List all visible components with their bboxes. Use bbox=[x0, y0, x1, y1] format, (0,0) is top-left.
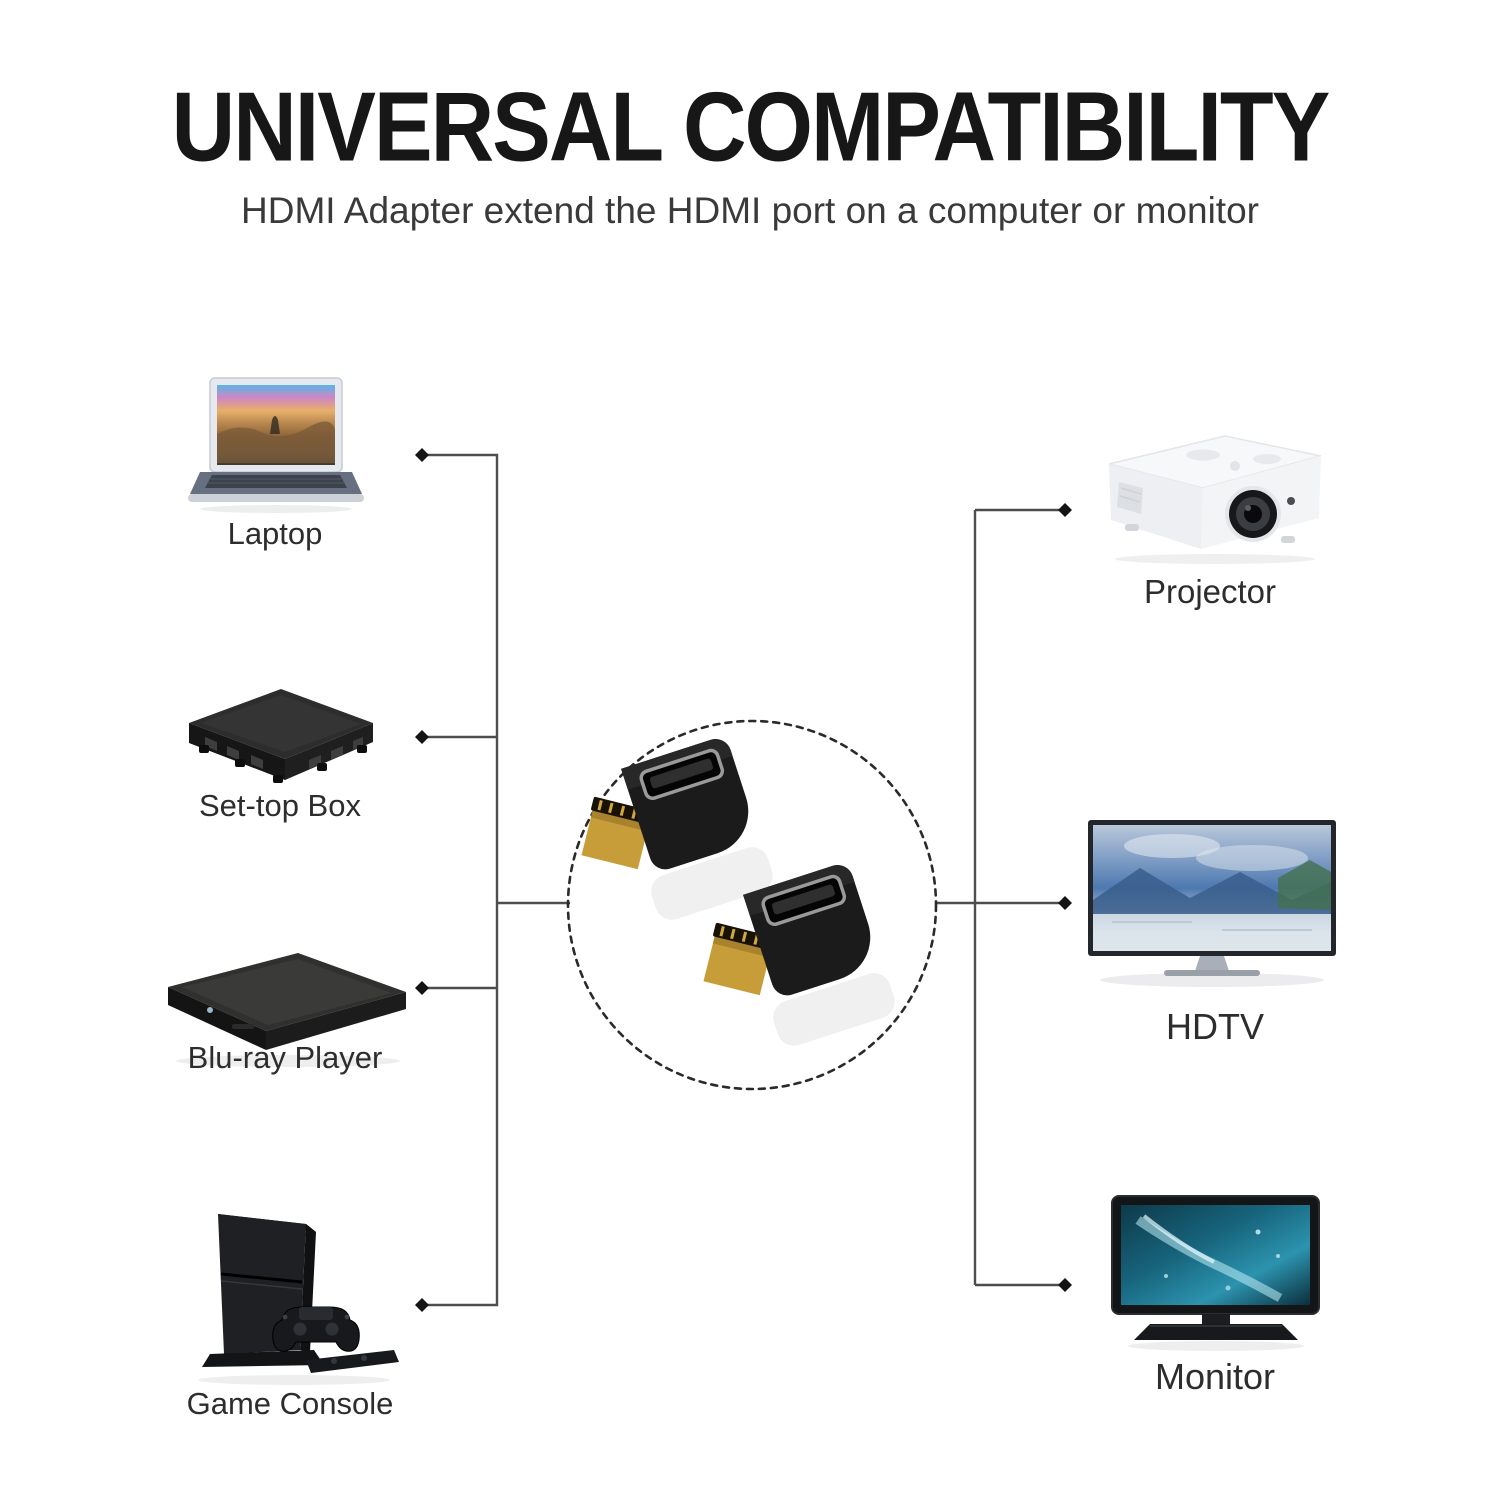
blu-ray-player-icon bbox=[148, 948, 423, 1073]
hdtv-icon bbox=[1082, 818, 1342, 993]
device-label-blu-ray-player: Blu-ray Player bbox=[187, 1040, 383, 1075]
device-label-projector: Projector bbox=[1143, 573, 1277, 610]
node-console bbox=[415, 1298, 429, 1312]
device-label-laptop: Laptop bbox=[227, 516, 323, 551]
wire-left-bus bbox=[422, 453, 499, 1307]
node-laptop bbox=[415, 448, 429, 462]
hdmi-adapter-product-image bbox=[540, 695, 970, 1125]
dashed-circle bbox=[566, 719, 938, 1091]
monitor-icon bbox=[1108, 1192, 1323, 1352]
node-settop bbox=[415, 730, 429, 744]
set-top-box-icon bbox=[165, 685, 395, 790]
node-hdtv bbox=[1058, 896, 1072, 910]
page-title: UNIVERSAL COMPATIBILITY bbox=[171, 71, 1331, 182]
device-label-hdtv: HDTV bbox=[1166, 1006, 1264, 1047]
device-label-monitor: Monitor bbox=[1154, 1356, 1276, 1397]
laptop-icon bbox=[186, 376, 366, 518]
projector-icon bbox=[1085, 428, 1340, 568]
node-projector bbox=[1058, 503, 1072, 517]
page-subtitle: HDMI Adapter extend the HDMI port on a c… bbox=[241, 190, 1259, 231]
device-label-game-console: Game Console bbox=[186, 1386, 394, 1421]
game-console-icon bbox=[188, 1202, 403, 1387]
node-monitor bbox=[1058, 1278, 1072, 1292]
device-label-set-top-box: Set-top Box bbox=[199, 788, 361, 823]
